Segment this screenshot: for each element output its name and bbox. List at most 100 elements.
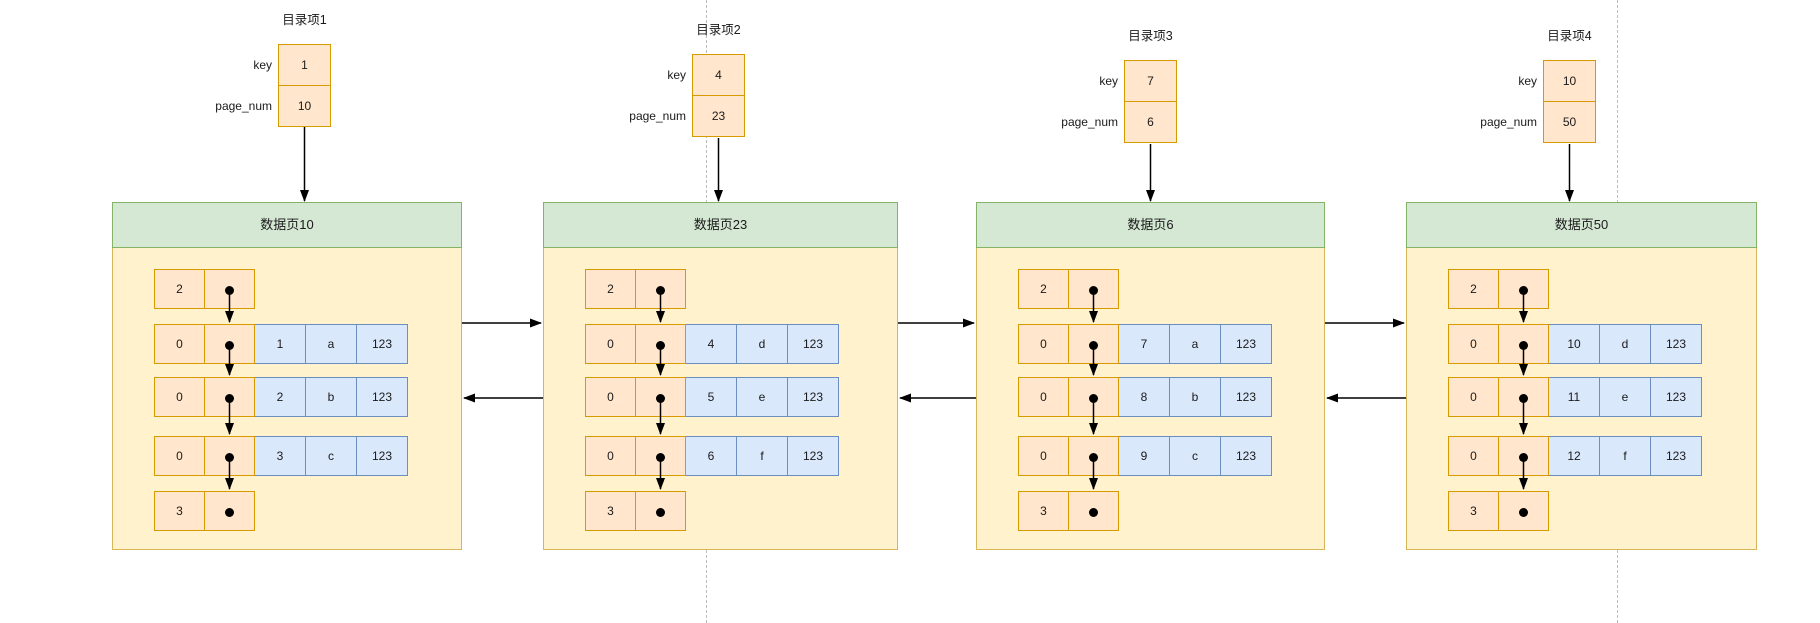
column-cell: 123 [787,436,839,476]
directory-entry-box: 4 23 [692,54,745,137]
key-label: key [1099,74,1118,88]
record-row: 0 2 b 123 [154,377,408,417]
record-row: 0 12 f 123 [1448,436,1702,476]
directory-entry-box: 7 6 [1124,60,1177,143]
key-value-cell: 1 [278,44,331,86]
directory-entry-title: 目录项4 [1547,29,1592,43]
next-pointer-cell [635,269,686,309]
page-header: 数据页6 [976,202,1325,248]
column-cell: 12 [1548,436,1600,476]
record-type-cell: 0 [154,324,205,364]
record-type-cell: 0 [585,436,636,476]
next-pointer-dot [225,394,234,403]
next-pointer-cell [1068,491,1119,531]
column-cell: 10 [1548,324,1600,364]
record-row: 0 4 d 123 [585,324,839,364]
column-cell: 123 [1650,436,1702,476]
record-type-cell: 0 [1018,436,1069,476]
column-cell: 123 [787,377,839,417]
directory-entry-title: 目录项2 [696,23,741,37]
next-pointer-cell [1498,436,1549,476]
column-cell: 1 [254,324,306,364]
next-pointer-dot [225,286,234,295]
column-cell: 123 [356,324,408,364]
column-cell: e [1599,377,1651,417]
column-cell: c [1169,436,1221,476]
next-pointer-cell [635,436,686,476]
next-pointer-dot [1519,341,1528,350]
record-type-cell: 2 [585,269,636,309]
page-num-label: page_num [1480,115,1537,129]
record-row: 0 7 a 123 [1018,324,1272,364]
record-row: 0 3 c 123 [154,436,408,476]
record-row: 2 [585,269,686,309]
directory-entry-title: 目录项1 [282,13,327,27]
column-cell: f [1599,436,1651,476]
next-pointer-dot [656,394,665,403]
record-row: 0 10 d 123 [1448,324,1702,364]
record-type-cell: 2 [154,269,205,309]
column-cell: 3 [254,436,306,476]
record-row: 0 9 c 123 [1018,436,1272,476]
page-num-value-cell: 23 [692,95,745,137]
column-cell: 123 [1220,377,1272,417]
data-page-6: 数据页6 2 0 7 a 123 0 8 b 123 0 9 c 123 3 [976,202,1325,550]
next-pointer-dot [656,341,665,350]
record-type-cell: 0 [1448,324,1499,364]
column-cell: a [305,324,357,364]
record-type-cell: 3 [585,491,636,531]
record-row: 0 6 f 123 [585,436,839,476]
record-row: 0 11 e 123 [1448,377,1702,417]
record-row: 3 [154,491,255,531]
page-num-value-cell: 10 [278,85,331,127]
column-cell: c [305,436,357,476]
next-pointer-cell [1068,377,1119,417]
key-label: key [253,58,272,72]
column-cell: 11 [1548,377,1600,417]
page-num-value-cell: 50 [1543,101,1596,143]
next-pointer-dot [656,286,665,295]
column-cell: 123 [1220,436,1272,476]
column-cell: d [736,324,788,364]
column-cell: 123 [356,377,408,417]
record-type-cell: 3 [154,491,205,531]
next-pointer-cell [1068,436,1119,476]
record-row: 3 [585,491,686,531]
page-header: 数据页10 [112,202,462,248]
next-pointer-dot [1519,453,1528,462]
page-header: 数据页50 [1406,202,1757,248]
next-pointer-dot [225,453,234,462]
next-pointer-cell [635,491,686,531]
record-type-cell: 0 [154,436,205,476]
key-value-cell: 7 [1124,60,1177,102]
directory-entry-title: 目录项3 [1128,29,1173,43]
record-type-cell: 0 [585,377,636,417]
record-type-cell: 0 [1018,324,1069,364]
next-pointer-cell [1498,491,1549,531]
next-pointer-cell [204,436,255,476]
data-page-50: 数据页50 2 0 10 d 123 0 11 e 123 0 12 f 123… [1406,202,1757,550]
record-row: 0 5 e 123 [585,377,839,417]
next-pointer-dot [1519,286,1528,295]
next-pointer-dot [656,508,665,517]
column-cell: 123 [356,436,408,476]
next-pointer-cell [204,324,255,364]
next-pointer-dot [225,508,234,517]
next-pointer-dot [1089,508,1098,517]
next-pointer-dot [1089,453,1098,462]
next-pointer-dot [656,453,665,462]
column-cell: e [736,377,788,417]
record-type-cell: 0 [585,324,636,364]
next-pointer-cell [1498,324,1549,364]
record-row: 0 1 a 123 [154,324,408,364]
key-value-cell: 4 [692,54,745,96]
next-pointer-cell [635,377,686,417]
directory-entry-box: 10 50 [1543,60,1596,143]
next-pointer-cell [204,269,255,309]
page-num-value-cell: 6 [1124,101,1177,143]
column-cell: 8 [1118,377,1170,417]
next-pointer-cell [1068,269,1119,309]
column-cell: b [305,377,357,417]
column-cell: 7 [1118,324,1170,364]
